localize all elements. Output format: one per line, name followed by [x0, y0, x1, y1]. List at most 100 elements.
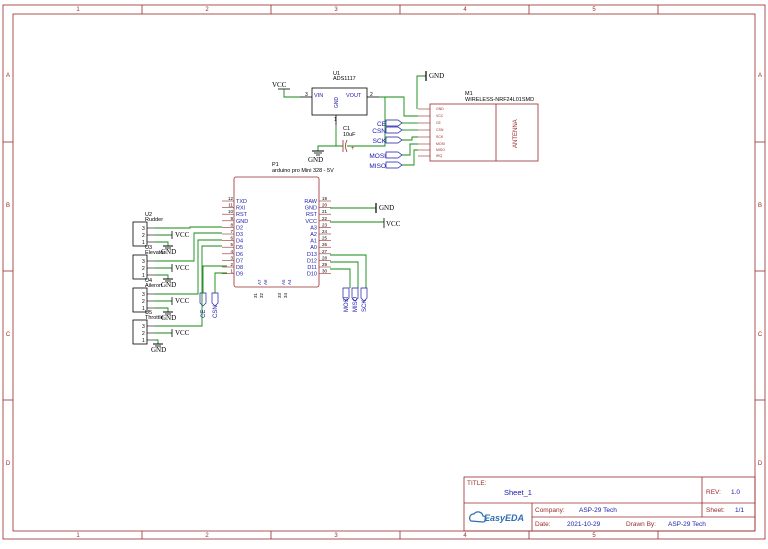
- servo-headers: U2Rudder321VCCGNDU3Elevator321VCCGNDU4Ai…: [132, 212, 222, 354]
- title-label: TITLE:: [467, 480, 487, 487]
- rev-label: REV:: [706, 489, 721, 496]
- net-label-ce: CE: [201, 310, 207, 318]
- rev-value: 1.0: [731, 489, 740, 496]
- signal-wire: [155, 226, 222, 229]
- header-pin-num: 2: [142, 266, 145, 272]
- arduino-pin-name: RST: [306, 212, 318, 218]
- company-label: Company:: [535, 507, 565, 514]
- net-label-ce: CE: [377, 121, 387, 128]
- row-label: A: [758, 73, 762, 79]
- col-label: 4: [463, 533, 467, 539]
- header-ref: U5: [145, 310, 152, 316]
- arduino-net-labels: CE CSN MOSI MISO SCK: [199, 287, 368, 318]
- vcc-label: VCC: [175, 264, 190, 272]
- arduino-pin-name: D4: [236, 239, 243, 245]
- gnd-label: GND: [161, 314, 176, 322]
- net-label-miso: MISO: [353, 296, 359, 312]
- header-pin-num: 2: [142, 299, 145, 305]
- regulator-pin-3: 3: [305, 92, 308, 98]
- arduino-bottom-pin-num: 33: [277, 292, 282, 298]
- arduino-pin-num: 8: [230, 222, 233, 227]
- col-label: 3: [334, 533, 338, 539]
- arduino-pin-num: 30: [322, 269, 328, 274]
- arduino-pin-num: 28: [322, 255, 328, 260]
- regulator-u1[interactable]: U1 ADS1117 VIN VOUT GND 3 2 1: [300, 71, 379, 125]
- capacitor-c1[interactable]: C1 10uF +: [342, 126, 356, 153]
- arduino-pin-num: 7: [230, 229, 233, 234]
- header-ref: U2: [145, 212, 152, 218]
- net-label-csn: CSN: [213, 305, 219, 318]
- header-ref: U3: [145, 245, 152, 251]
- row-label: D: [758, 461, 763, 467]
- arduino-pin-num: 9: [230, 216, 233, 221]
- radio-part: WIRELESS-NRF24L01SMD: [465, 97, 534, 103]
- arduino-pin-name: D13: [307, 252, 317, 258]
- row-label: D: [6, 461, 11, 467]
- radio-net-labels: CE CSN SCK MOSI MISO: [369, 119, 403, 170]
- vcc-label: VCC: [272, 81, 287, 89]
- arduino-pin-num: 23: [322, 222, 328, 227]
- signal-wire: [155, 245, 222, 327]
- row-label: C: [758, 332, 763, 338]
- radio-pin-label: MOSI: [436, 142, 445, 146]
- radio-pin-label: MISO: [436, 148, 445, 152]
- arduino-bottom-pin: A7: [257, 279, 262, 285]
- arduino-pin-name: TXD: [236, 199, 247, 205]
- arduino-pin-name: RXI: [236, 206, 246, 212]
- brand-name: EasyEDA: [484, 513, 524, 523]
- gnd-symbol-c1: GND: [308, 150, 324, 164]
- net-label-mosi: MOSI: [344, 296, 350, 312]
- col-label: 1: [76, 533, 80, 539]
- radio-pin-label: GND: [436, 107, 444, 111]
- cloud-icon: [469, 511, 487, 523]
- header-pin-num: 1: [142, 306, 145, 312]
- radio-pin-label: IRQ: [436, 154, 443, 158]
- radio-pin-label: SCK: [436, 135, 444, 139]
- arduino-pin-num: 10: [228, 209, 234, 214]
- vcc-label: VCC: [175, 297, 190, 305]
- radio-pin-label: CSN: [436, 128, 444, 132]
- arduino-bottom-pin-num: 34: [283, 292, 288, 298]
- arduino-ref: P1: [272, 162, 279, 168]
- regulator-ref: U1: [333, 71, 340, 77]
- arduino-pin-num: 24: [322, 229, 328, 234]
- header-pin-num: 2: [142, 331, 145, 337]
- arduino-pin-num: 6: [230, 236, 233, 241]
- arduino-p1[interactable]: P1 arduino pro Mini 328 - 5V 12TXD11RXI1…: [222, 162, 334, 298]
- net-label-sck: SCK: [373, 138, 387, 145]
- arduino-pin-num: 11: [228, 203, 233, 208]
- arduino-pin-num: 26: [322, 242, 328, 247]
- arduino-power-nets: GND VCC: [330, 203, 401, 228]
- regulator-pin-2: 2: [370, 92, 373, 98]
- row-label: B: [6, 203, 10, 209]
- arduino-bottom-pin: A5: [281, 279, 286, 285]
- sheet-value: 1/1: [735, 507, 744, 514]
- regulator-part: ADS1117: [333, 76, 356, 82]
- arduino-pin-num: 1: [230, 269, 233, 274]
- net-label-miso: MISO: [369, 163, 386, 170]
- arduino-pin-num: 20: [322, 203, 328, 208]
- regulator-pin-vin: VIN: [314, 93, 323, 99]
- arduino-pin-name: VCC: [305, 219, 317, 225]
- arduino-left-pins: 12TXD11RXI10RST9GND8D27D36D45D54D63D72D8…: [222, 196, 248, 278]
- radio-module-m1[interactable]: M1 WIRELESS-NRF24L01SMD ANTENNA GND VCC …: [418, 91, 539, 162]
- header-pin-num: 1: [142, 240, 145, 246]
- gnd-label: GND: [429, 72, 444, 80]
- vcc-label: VCC: [175, 329, 190, 337]
- gnd-symbol-radio: GND: [416, 71, 444, 109]
- arduino-pin-num: 21: [322, 209, 328, 214]
- gnd-label: GND: [161, 248, 176, 256]
- title-value: Sheet_1: [504, 488, 532, 497]
- capacitor-value: 10uF: [343, 132, 356, 138]
- arduino-pin-num: 2: [230, 262, 233, 267]
- arduino-pin-name: A2: [310, 232, 317, 238]
- header-pin-num: 2: [142, 233, 145, 239]
- arduino-pin-num: 19: [322, 196, 328, 201]
- company-value: ASP-29 Tech: [579, 507, 617, 514]
- arduino-pin-name: D9: [236, 272, 243, 278]
- arduino-pin-name: D7: [236, 258, 243, 264]
